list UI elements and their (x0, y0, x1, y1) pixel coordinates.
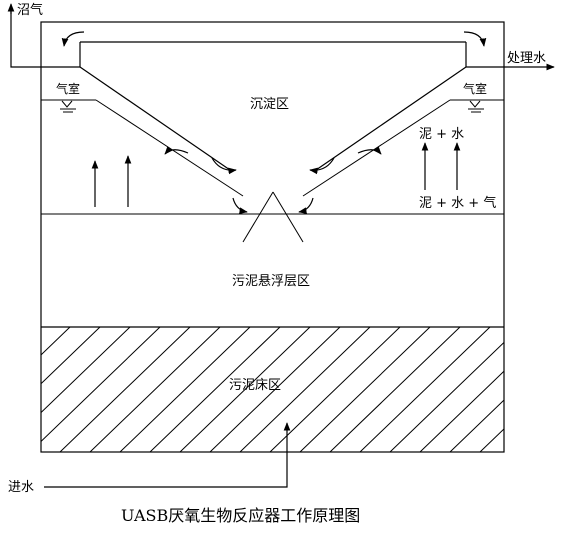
upflow-arrows-left (91, 155, 132, 207)
hatch-line (359, 327, 491, 452)
water-inlet-label: 进水 (8, 480, 34, 495)
gas-chamber-right-label: 气室 (463, 81, 487, 96)
hatch-line (389, 341, 504, 452)
hatch-line (479, 428, 504, 452)
suspended-sludge-zone-label: 污泥悬浮层区 (232, 274, 310, 289)
hatch-line (510, 327, 561, 452)
v-deflector (242, 191, 304, 243)
hatch-line (119, 327, 251, 452)
upflow-arrows-right (421, 142, 461, 190)
hatch-line (540, 327, 561, 452)
hatch-line (419, 370, 504, 452)
hatch-line (59, 327, 191, 452)
biogas-outlet-pipe (7, 3, 80, 68)
water-level-icon-left (60, 100, 76, 113)
diagram-caption: UASB厌氧生物反应器工作原理图 (121, 506, 360, 525)
hatch-line (89, 327, 221, 452)
hatch-line (329, 327, 461, 452)
hatch-line (0, 327, 40, 452)
hatch-line (41, 327, 161, 443)
hatch-line (239, 327, 371, 452)
hatch-line (41, 327, 101, 385)
gas-chamber-left-label: 气室 (56, 81, 80, 96)
sludge-bed-zone-label: 污泥床区 (229, 378, 281, 393)
hatch-line (149, 327, 281, 452)
inlet-pipe (44, 422, 291, 488)
hatch-line (41, 327, 71, 356)
hatch-line (41, 327, 131, 414)
treated-water-label: 处理水 (507, 51, 546, 66)
hatch-line (449, 399, 504, 452)
settling-zone-label: 沉淀区 (250, 97, 289, 112)
biogas-label: 沼气 (17, 2, 43, 18)
water-level-icon-right (468, 100, 484, 113)
hatch-line (0, 327, 10, 452)
reactor-wall (40, 21, 505, 453)
hatch-line (299, 327, 431, 452)
hatch-line (209, 327, 341, 452)
sludge-water-gas-label: 泥 + 水 + 气 (419, 195, 496, 211)
sludge-water-label: 泥 + 水 (419, 127, 464, 142)
sludge-bed-hatch (0, 327, 561, 452)
hatch-line (269, 327, 401, 452)
gas-hood (79, 41, 467, 171)
curved-flow-arrows (61, 31, 487, 214)
hatch-line (179, 327, 311, 452)
